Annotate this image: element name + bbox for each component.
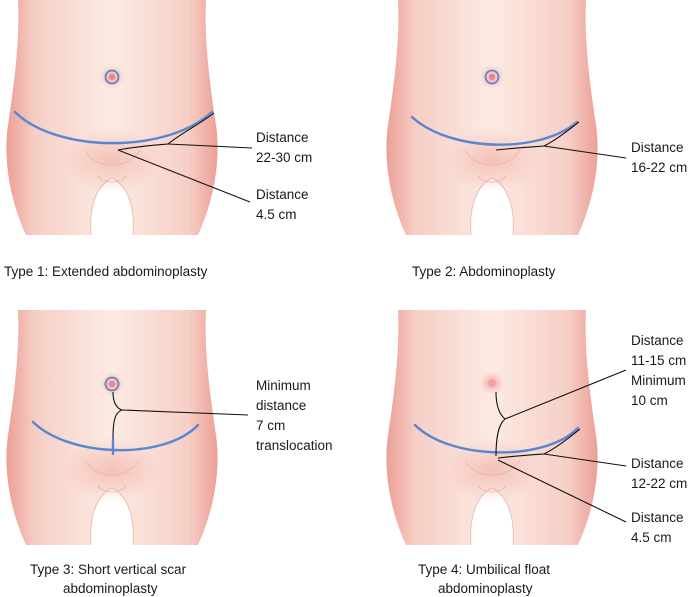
- caption-line: Type 2: Abdominoplasty: [412, 264, 556, 279]
- label-line: 11-15 cm: [631, 353, 686, 368]
- navel-marker: [104, 376, 120, 392]
- panel-caption: Type 2: Abdominoplasty: [412, 264, 556, 279]
- torso-illustration: [5, 0, 219, 236]
- panel-caption: Type 3: Short vertical scar abdominoplas…: [30, 562, 190, 596]
- panel-type-1: Distance 22-30 cm Distance 4.5 cm Type 1…: [4, 0, 312, 279]
- label-line: Distance: [631, 510, 684, 525]
- distance-label: Distance 4.5 cm: [256, 187, 312, 222]
- label-line: 22-30 cm: [256, 150, 312, 165]
- label-line: 16-22 cm: [631, 160, 687, 175]
- navel-marker: [484, 69, 500, 85]
- label-line: 7 cm: [256, 418, 285, 433]
- distance-label: Minimum distance 7 cm translocation: [256, 378, 333, 453]
- label-line: 4.5 cm: [631, 530, 672, 545]
- extent-bracket: [167, 112, 215, 145]
- label-line: distance: [256, 398, 306, 413]
- caption-line: Type 4: Umbilical float: [418, 562, 550, 577]
- incision-line: [413, 423, 580, 454]
- label-line: Distance: [256, 130, 309, 145]
- extent-bracket-inner: [117, 143, 169, 151]
- extent-bracket: [543, 428, 581, 455]
- leader-line: [117, 149, 251, 203]
- distance-label: Distance 12-22 cm: [631, 456, 687, 491]
- incision-line: [410, 115, 579, 146]
- incision-line: [31, 420, 200, 452]
- navel-icon: [109, 74, 115, 80]
- label-line: 12-22 cm: [631, 476, 687, 491]
- navel-icon: [109, 381, 115, 387]
- distance-label: Distance 4.5 cm: [631, 510, 687, 545]
- panel-caption: Type 4: Umbilical float abdominoplasty: [418, 562, 554, 596]
- panel-type-3: Minimum distance 7 cm translocation Type…: [5, 309, 333, 596]
- extent-bracket: [543, 121, 580, 147]
- label-line: Distance: [631, 456, 684, 471]
- navel-icon: [488, 379, 496, 387]
- incision-line: [13, 110, 214, 145]
- leader-line: [121, 409, 249, 416]
- distance-label: Distance 22-30 cm: [256, 130, 312, 165]
- leader-line: [497, 459, 627, 523]
- label-line: 4.5 cm: [256, 207, 297, 222]
- panel-caption: Type 1: Extended abdominoplasty: [4, 264, 208, 279]
- extent-bracket-inner: [495, 145, 545, 151]
- navel-marker: [104, 69, 120, 85]
- leader-line: [167, 143, 253, 149]
- label-line: Distance: [631, 140, 684, 155]
- panel-type-2: Distance 16-22 cm Type 2: Abdominoplasty: [385, 0, 687, 279]
- label-line: 10 cm: [631, 393, 668, 408]
- caption-line: Type 3: Short vertical scar: [30, 562, 187, 577]
- torso-illustration: [385, 0, 599, 236]
- label-line: translocation: [256, 438, 333, 453]
- leader-line: [543, 145, 627, 159]
- label-line: Distance: [631, 333, 684, 348]
- label-line: Minimum: [631, 373, 686, 388]
- leader-line: [504, 369, 627, 420]
- extent-bracket-inner: [497, 453, 545, 459]
- caption-line: abdominoplasty: [438, 581, 533, 596]
- distance-label: Distance 11-15 cm Minimum 10 cm: [631, 333, 690, 408]
- caption-line: Type 1: Extended abdominoplasty: [4, 264, 208, 279]
- caption-line: abdominoplasty: [63, 581, 158, 596]
- navel-icon: [489, 74, 495, 80]
- leader-line: [543, 453, 627, 467]
- label-line: Minimum: [256, 378, 311, 393]
- label-line: Distance: [256, 187, 309, 202]
- distance-label: Distance 16-22 cm: [631, 140, 687, 175]
- panel-type-4: Distance 11-15 cm Minimum 10 cm Distance…: [385, 309, 690, 596]
